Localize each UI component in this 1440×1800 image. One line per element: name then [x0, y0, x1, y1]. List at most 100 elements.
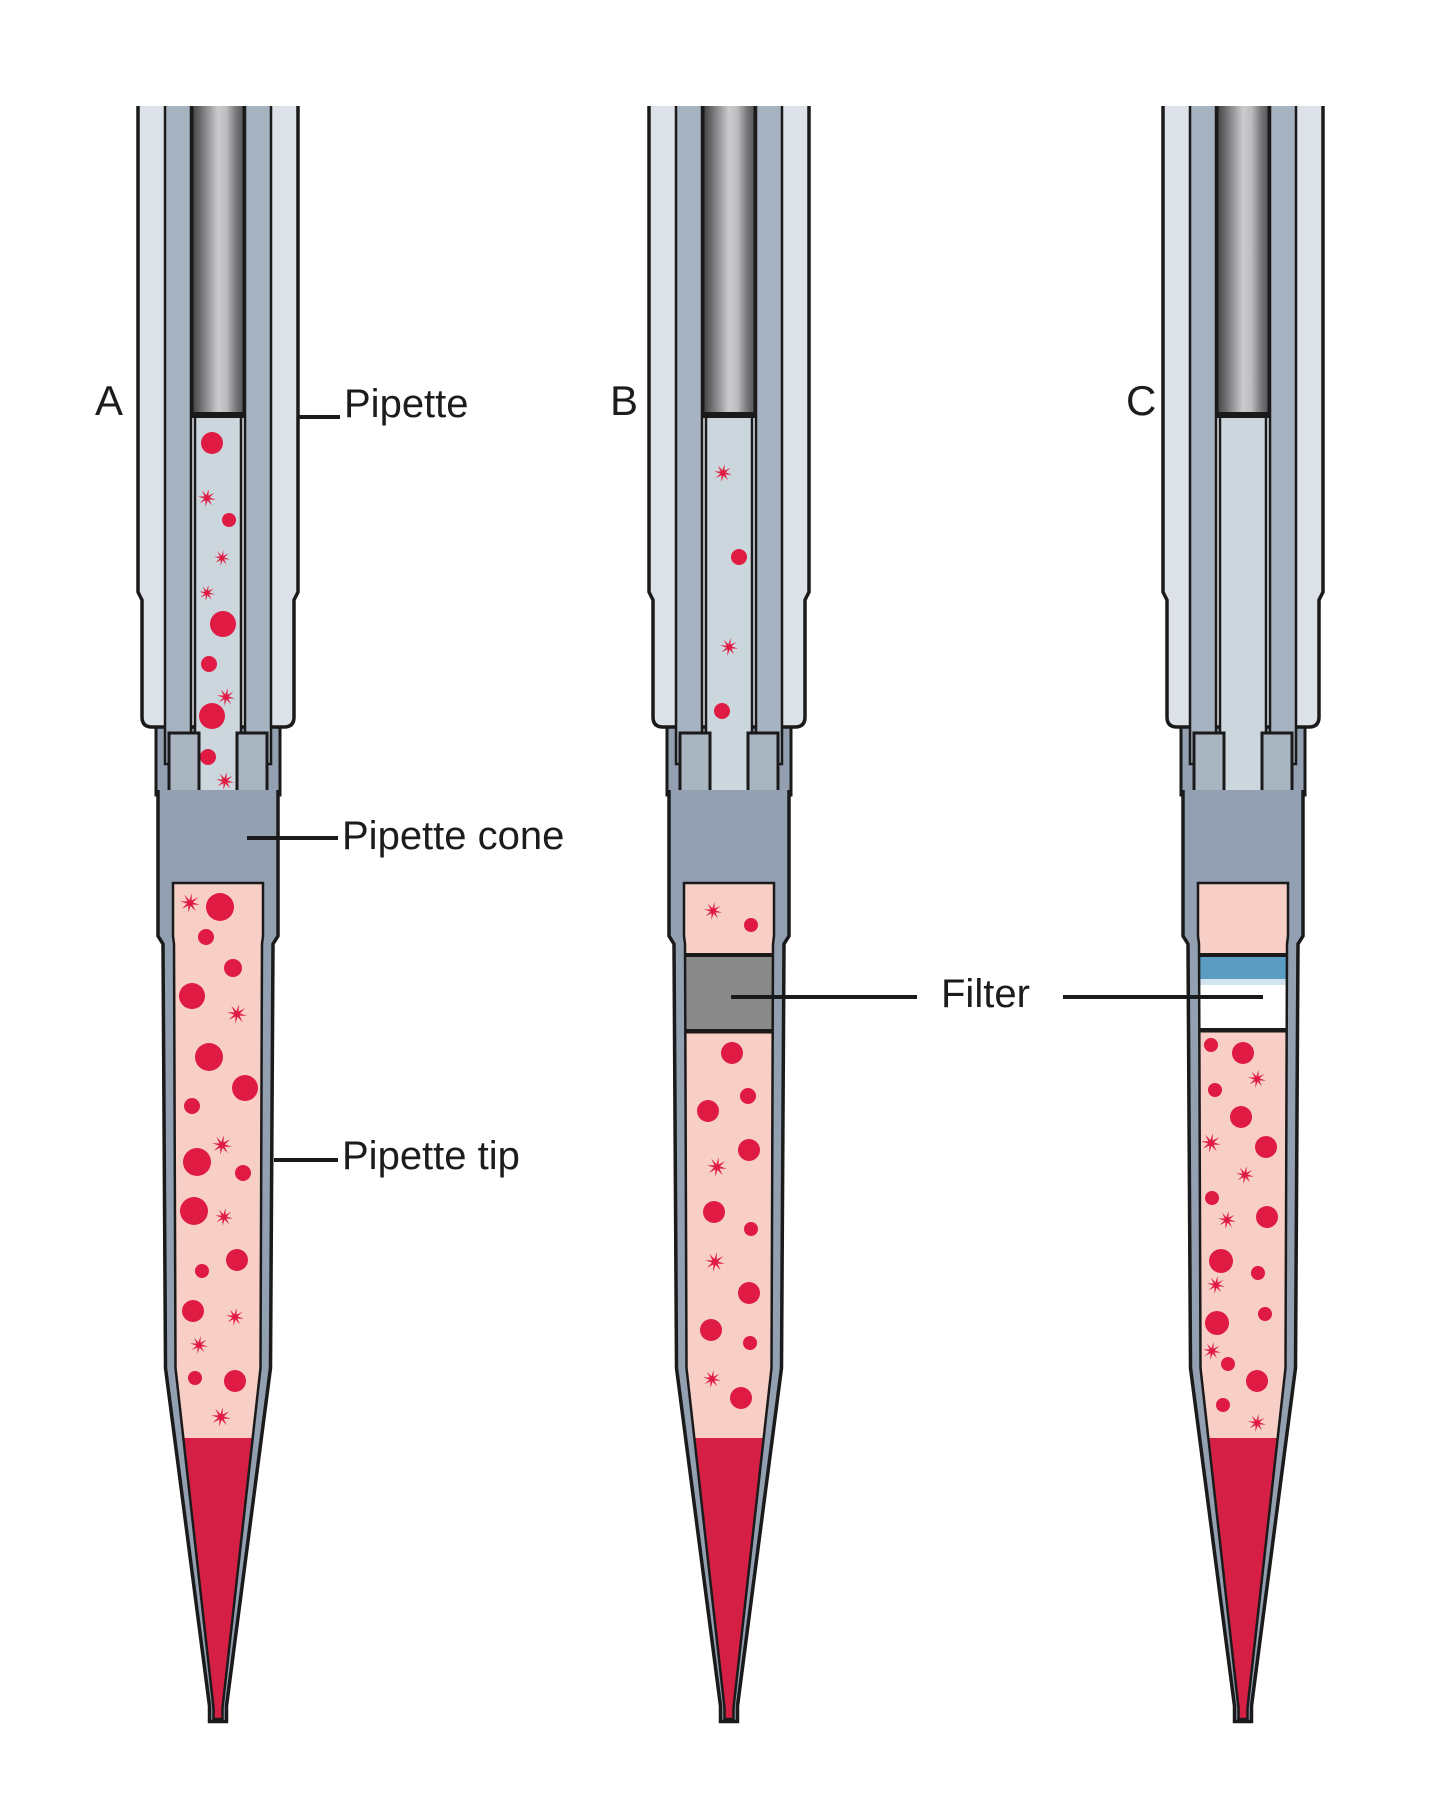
aerosol-droplet	[195, 1043, 223, 1071]
aerosol-droplet	[1230, 1106, 1252, 1128]
pipette-drawings	[136, 106, 1325, 1724]
filter-bottom-edge	[684, 1029, 774, 1034]
aerosol-droplet	[183, 1148, 211, 1176]
aerosol-droplet	[180, 1197, 208, 1225]
aerosol-particle	[714, 464, 732, 482]
label-pipette: Pipette	[344, 382, 469, 426]
aerosol-droplet	[1204, 1038, 1218, 1052]
aerosol-droplet	[195, 1264, 209, 1278]
pipette-c-tip-inner-edge	[1196, 881, 1290, 1721]
aerosol-particle	[214, 550, 230, 566]
aerosol-particle	[216, 772, 234, 790]
aerosol-droplet	[1246, 1370, 1268, 1392]
aerosol-particle	[707, 1157, 727, 1177]
aerosol-droplet	[201, 432, 223, 454]
aerosol-droplet	[1209, 1249, 1233, 1273]
filter-bottom-edge	[1198, 1028, 1288, 1033]
aerosol-droplet	[206, 893, 234, 921]
aerosol-droplet	[199, 703, 225, 729]
panel-label-b: B	[610, 377, 638, 424]
aerosol-droplet	[744, 1222, 758, 1236]
aerosol-droplet	[738, 1282, 760, 1304]
pipette-c	[1161, 106, 1325, 1724]
aerosol-droplet	[1256, 1206, 1278, 1228]
aerosol-droplet	[1258, 1307, 1272, 1321]
aerosol-particle	[198, 489, 216, 507]
aerosol-droplet	[179, 983, 205, 1009]
pipette-a-tip-aerosol	[179, 893, 258, 1427]
aerosol-droplet	[226, 1249, 248, 1271]
aerosol-particle	[211, 1407, 231, 1427]
aerosol-droplet	[730, 1387, 752, 1409]
pipette-a-channel-aerosol	[198, 432, 236, 867]
pipette-c-tip-contents	[1198, 883, 1288, 1719]
aerosol-particle	[1203, 1342, 1221, 1360]
aerosol-droplet	[235, 1165, 251, 1181]
pipette-a-piston-end	[191, 412, 245, 418]
aerosol-particle	[1207, 1276, 1225, 1294]
aerosol-particle	[212, 1135, 232, 1155]
aerosol-droplet	[198, 929, 214, 945]
aerosol-particle	[720, 638, 738, 656]
filter-top-edge	[1198, 953, 1288, 958]
aerosol-droplet	[738, 1139, 760, 1161]
aerosol-droplet	[714, 703, 730, 719]
aerosol-particle	[215, 1208, 233, 1226]
filter-barrier-underside	[1198, 979, 1288, 985]
pipette-b-piston-end	[702, 412, 756, 418]
aerosol-droplet	[1221, 1357, 1235, 1371]
aerosol-particle	[704, 902, 722, 920]
panel-label-a: A	[95, 377, 123, 424]
aerosol-particle	[1201, 1133, 1221, 1153]
pipette-c-filter-barrier	[1198, 957, 1288, 979]
aerosol-droplet	[188, 1371, 202, 1385]
aerosol-droplet	[743, 1336, 757, 1350]
aerosol-droplet	[744, 918, 758, 932]
aerosol-droplet	[232, 1075, 258, 1101]
aerosol-droplet	[703, 1201, 725, 1223]
pipette-a-piston	[190, 106, 246, 416]
aerosol-particle	[217, 688, 235, 706]
pipette-b-tip-aerosol	[697, 902, 760, 1409]
aerosol-particle	[1248, 1070, 1266, 1088]
aerosol-droplet	[222, 513, 236, 527]
label-leader-lines	[247, 415, 1263, 1162]
aerosol-droplet	[731, 549, 747, 565]
pipette-c-sleeve-left	[1188, 106, 1218, 766]
aerosol-droplet	[224, 1370, 246, 1392]
aerosol-droplet	[1208, 1083, 1222, 1097]
pipette-b-tip-inner-edge	[682, 881, 776, 1721]
pipette-a	[136, 106, 300, 1724]
aerosol-particle	[1236, 1166, 1254, 1184]
aerosol-particle	[703, 1370, 721, 1388]
pipette-c-piston	[1215, 106, 1271, 416]
aerosol-droplet	[1255, 1136, 1277, 1158]
aerosol-droplet	[1205, 1191, 1219, 1205]
aerosol-particle	[199, 585, 215, 601]
aerosol-droplet	[1205, 1311, 1229, 1335]
panel-label-c: C	[1126, 377, 1156, 424]
pipette-a-tip-contents	[173, 883, 263, 1719]
aerosol-droplet	[1216, 1398, 1230, 1412]
aerosol-droplet	[184, 1098, 200, 1114]
label-pipette-cone: Pipette cone	[342, 814, 564, 858]
label-pipette-tip: Pipette tip	[342, 1134, 520, 1178]
pipette-b	[647, 106, 811, 1724]
pipette-b-sleeve-left	[674, 106, 704, 766]
aerosol-droplet	[740, 1088, 756, 1104]
aerosol-droplet	[182, 1300, 204, 1322]
aerosol-particle	[180, 893, 200, 913]
pipette-c-sleeve-right	[1268, 106, 1298, 766]
aerosol-particle	[1218, 1211, 1236, 1229]
aerosol-droplet	[224, 959, 242, 977]
aerosol-droplet	[210, 611, 236, 637]
aerosol-droplet	[721, 1042, 743, 1064]
pipette-c-filter	[1198, 985, 1288, 1028]
pipette-a-sleeve-right	[243, 106, 273, 766]
aerosol-particle	[190, 1336, 208, 1354]
pipette-c-tip-aerosol	[1201, 1038, 1278, 1432]
aerosol-particle	[227, 1004, 247, 1024]
aerosol-droplet	[1232, 1042, 1254, 1064]
